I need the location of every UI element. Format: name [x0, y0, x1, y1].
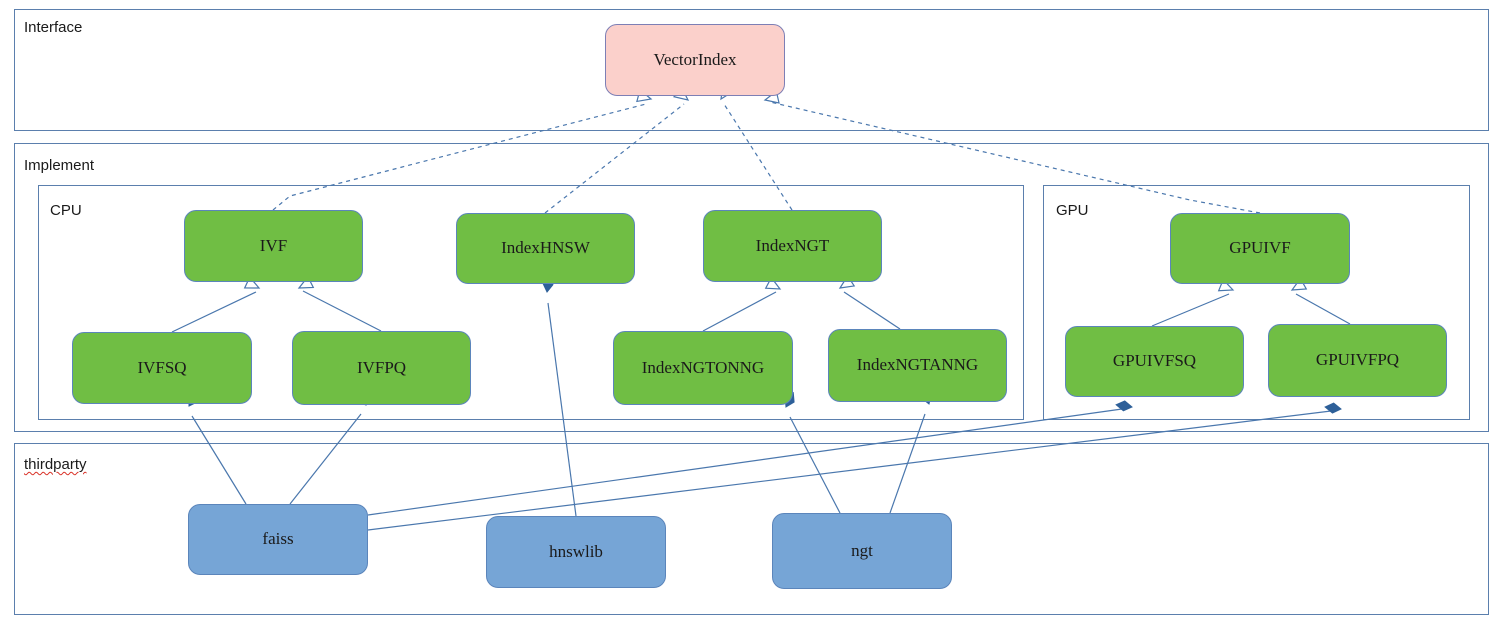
class-node-ngt[interactable]: ngt — [772, 513, 952, 589]
class-node-ivf[interactable]: IVF — [184, 210, 363, 282]
group-label-cpu: CPU — [50, 202, 82, 219]
class-node-label: ngt — [851, 540, 873, 560]
class-node-label: GPUIVFPQ — [1315, 350, 1400, 370]
class-node-label: hnswlib — [549, 541, 603, 561]
class-node-label: IVF — [259, 235, 288, 255]
class-node-label: IVFSQ — [137, 357, 187, 377]
class-node-indexngtonng[interactable]: IndexNGTONNG — [613, 331, 793, 405]
class-node-label: GPUIVFSQ — [1112, 351, 1197, 371]
group-label-interface: Interface — [24, 19, 83, 36]
class-node-label: IndexNGT — [755, 235, 830, 255]
class-node-ivfpq[interactable]: IVFPQ — [292, 331, 471, 405]
class-node-label: IndexNGTANNG — [856, 355, 979, 375]
class-node-gpuivfpq[interactable]: GPUIVFPQ — [1268, 324, 1447, 397]
class-node-label: VectorIndex — [653, 49, 737, 69]
class-node-gpuivf[interactable]: GPUIVF — [1170, 213, 1350, 284]
class-node-label: IndexHNSW — [501, 238, 590, 258]
class-node-faiss[interactable]: faiss — [188, 504, 368, 575]
class-node-ivfsq[interactable]: IVFSQ — [72, 332, 252, 404]
group-label-implement: Implement — [24, 157, 95, 174]
group-label-thirdparty: thirdparty — [24, 456, 87, 473]
group-label-gpu: GPU — [1056, 202, 1089, 219]
class-node-indexngt[interactable]: IndexNGT — [703, 210, 882, 282]
class-node-vectorindex[interactable]: VectorIndex — [605, 24, 785, 96]
class-node-label: IndexNGTONNG — [641, 357, 765, 377]
class-node-label: faiss — [262, 529, 294, 549]
class-node-hnswlib[interactable]: hnswlib — [486, 516, 666, 588]
class-node-label: IVFPQ — [356, 357, 407, 377]
class-node-gpuivfsq[interactable]: GPUIVFSQ — [1065, 326, 1244, 397]
class-node-indexhnsw[interactable]: IndexHNSW — [456, 213, 635, 284]
class-node-label: GPUIVF — [1229, 238, 1291, 258]
class-node-indexngtanng[interactable]: IndexNGTANNG — [828, 329, 1007, 402]
